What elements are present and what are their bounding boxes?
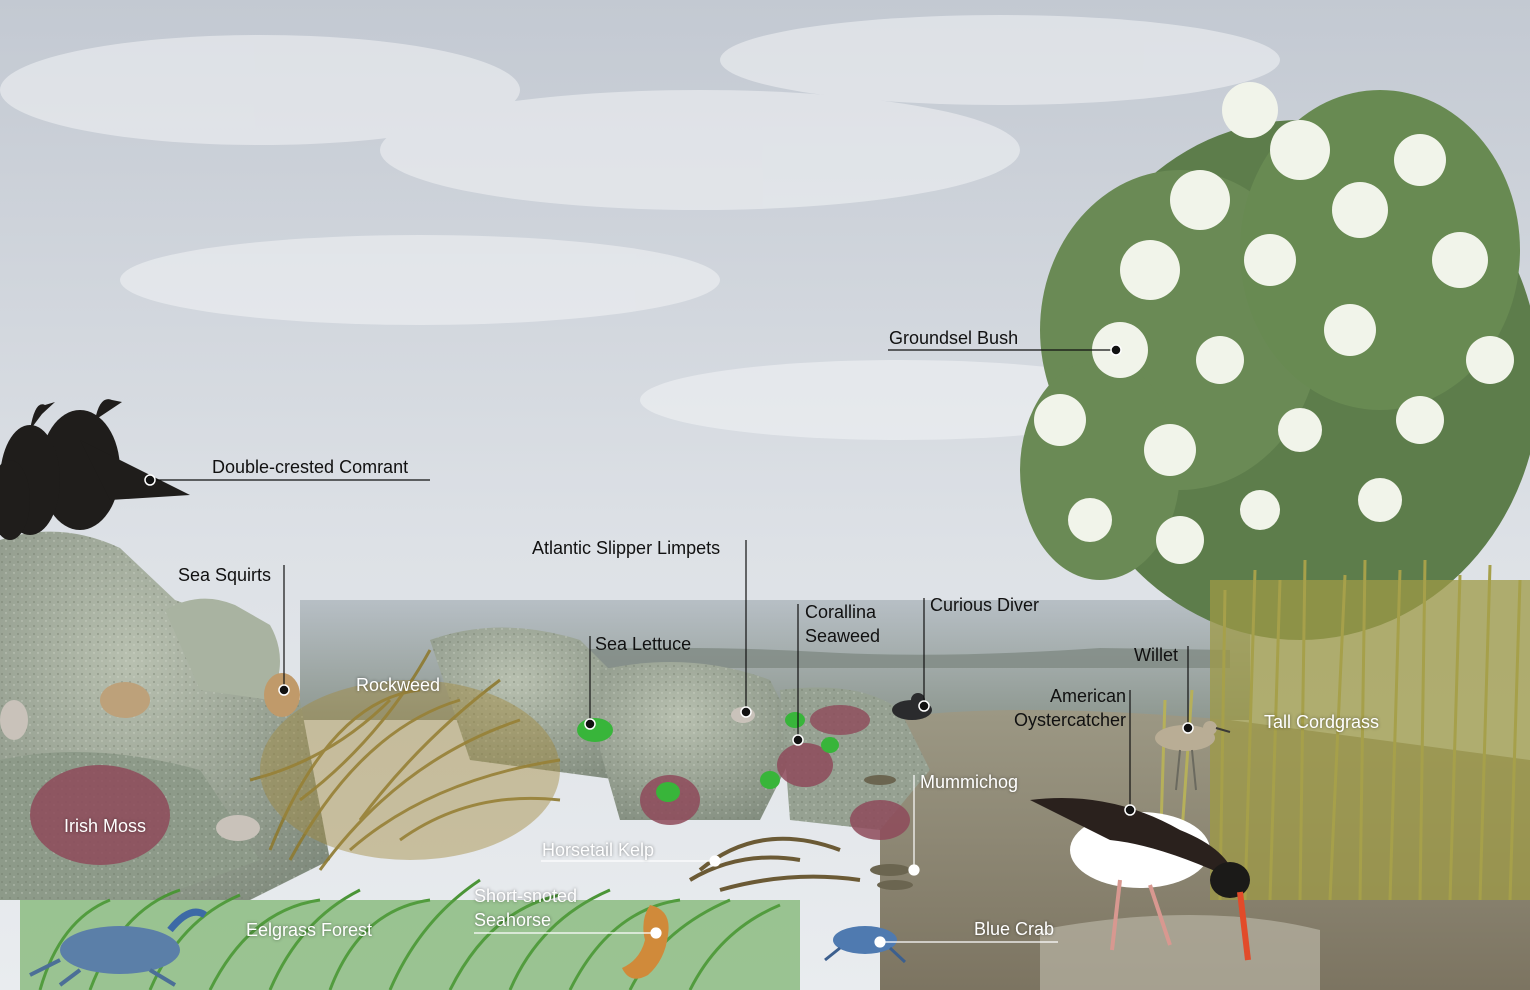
label-blue-crab: Blue Crab [974, 917, 1054, 941]
label-seahorse-line2: Seahorse [474, 908, 577, 932]
label-oystercatcher-line2: Oystercatcher [1002, 708, 1126, 732]
label-rockweed: Rockweed [356, 673, 440, 697]
label-oystercatcher-line1: American [1002, 684, 1126, 708]
label-corallina-seaweed: Corallina Seaweed [805, 600, 880, 648]
label-mummichog: Mummichog [920, 770, 1018, 794]
label-double-crested-cormorant: Double-crested Comrant [212, 455, 408, 479]
label-atlantic-slipper-limpets: Atlantic Slipper Limpets [532, 536, 720, 560]
label-horsetail-kelp: Horsetail Kelp [542, 838, 654, 862]
rockweed-body [260, 680, 560, 860]
label-groundsel-bush: Groundsel Bush [889, 326, 1018, 350]
label-sea-lettuce: Sea Lettuce [595, 632, 691, 656]
tidal-pool [1040, 915, 1320, 990]
label-irish-moss: Irish Moss [64, 814, 146, 838]
label-willet: Willet [1134, 643, 1178, 667]
label-corallina-line1: Corallina [805, 600, 880, 624]
label-tall-cordgrass: Tall Cordgrass [1264, 710, 1379, 734]
label-sea-squirts: Sea Squirts [178, 563, 271, 587]
label-short-snoted-seahorse: Short-snoted Seahorse [474, 884, 577, 932]
label-eelgrass-forest: Eelgrass Forest [246, 918, 372, 942]
label-american-oystercatcher: American Oystercatcher [1002, 684, 1126, 732]
label-seahorse-line1: Short-snoted [474, 884, 577, 908]
label-corallina-line2: Seaweed [805, 624, 880, 648]
label-curious-diver: Curious Diver [930, 593, 1039, 617]
